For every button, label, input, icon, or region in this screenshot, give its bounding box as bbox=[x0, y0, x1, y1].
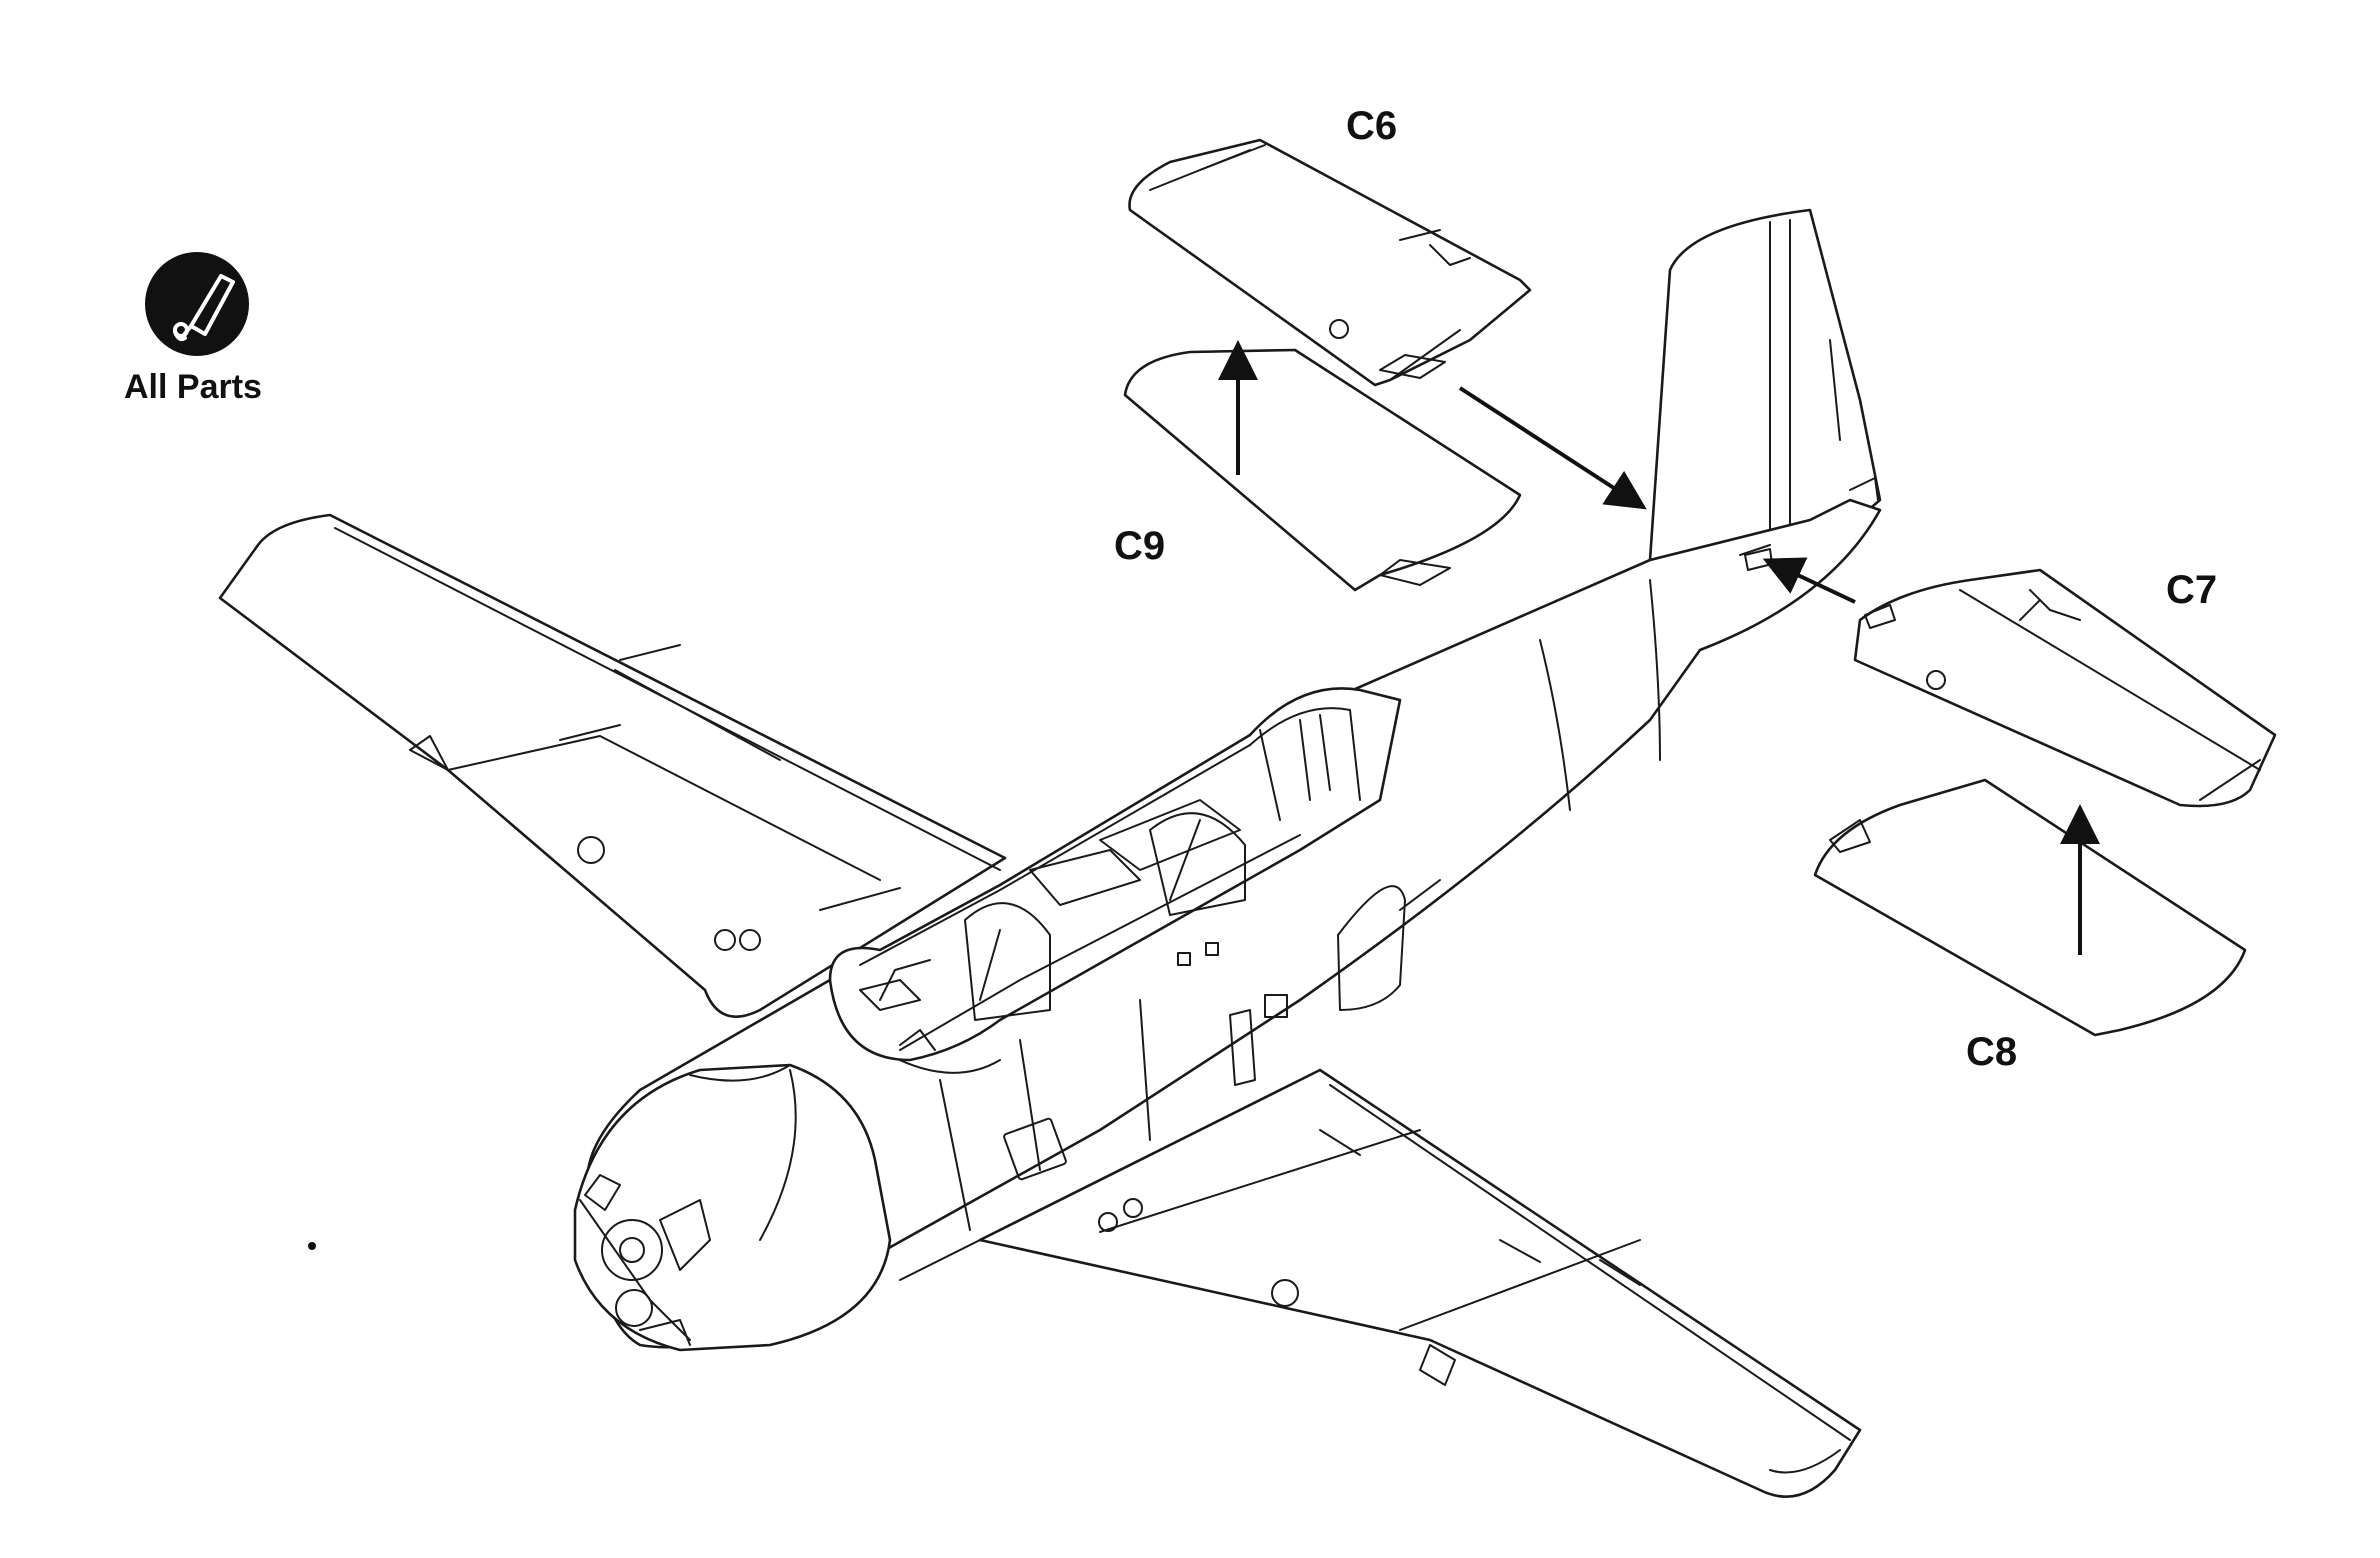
part-label-c6: C6 bbox=[1346, 104, 1398, 148]
left-wing bbox=[218, 513, 1007, 1018]
stray-dot bbox=[308, 1242, 316, 1250]
part-c9-elevator bbox=[1123, 348, 1522, 592]
arrow-c6-to-fin bbox=[1458, 386, 1647, 510]
glue-tube-icon bbox=[145, 252, 249, 356]
part-label-c8: C8 bbox=[1966, 1030, 2018, 1074]
part-c6-elevator bbox=[1128, 138, 1532, 387]
glue-legend-caption: All Parts bbox=[124, 368, 262, 406]
arrow-c7-to-fuselage bbox=[1762, 557, 1856, 604]
engine-cowling bbox=[573, 1063, 892, 1352]
cockpit-canopy bbox=[828, 687, 1402, 1062]
part-c8-elevator bbox=[1813, 778, 2247, 1037]
part-label-c9: C9 bbox=[1114, 524, 1166, 568]
right-wing bbox=[978, 1068, 1862, 1498]
part-c7-elevator bbox=[1853, 568, 2277, 808]
vertical-fin bbox=[1648, 208, 1882, 562]
part-label-c7: C7 bbox=[2166, 568, 2218, 612]
